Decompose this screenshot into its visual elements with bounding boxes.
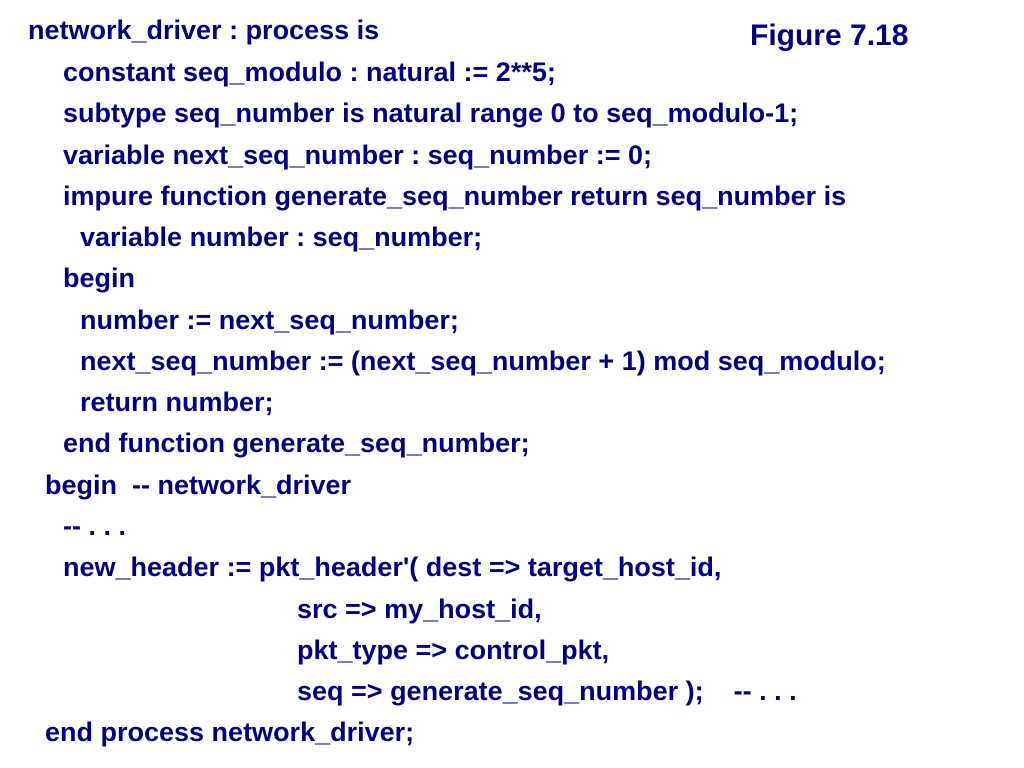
code-line: end process network_driver; [45,717,415,747]
code-line: begin [63,263,135,293]
code-line: constant seq_modulo : natural := 2**5; [63,57,556,87]
code-line: return number; [80,387,274,417]
code-line: subtype seq_number is natural range 0 to… [63,98,799,128]
code-line: begin -- network_driver [45,470,352,500]
code-line: number := next_seq_number; [80,305,459,335]
code-line: network_driver : process is [28,15,380,45]
figure-label: Figure 7.18 [750,19,909,52]
code-line: src => my_host_id, [297,594,542,624]
code-line: end function generate_seq_number; [63,428,530,458]
code-line: variable next_seq_number : seq_number :=… [63,140,652,170]
code-line: seq => generate_seq_number ); -- . . . [297,676,797,706]
code-line: impure function generate_seq_number retu… [63,181,847,211]
code-line: -- . . . [63,511,126,541]
code-line: pkt_type => control_pkt, [297,635,610,665]
code-line: variable number : seq_number; [80,222,483,252]
code-line: next_seq_number := (next_seq_number + 1)… [80,346,886,376]
code-line: new_header := pkt_header'( dest => targe… [63,552,722,582]
